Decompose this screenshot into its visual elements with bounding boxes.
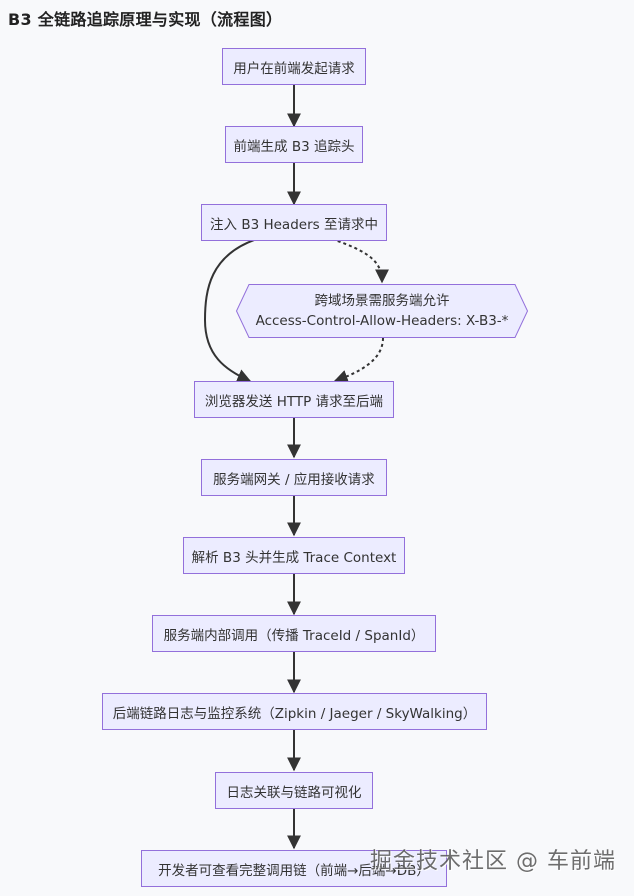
platform-watermark: 掘金技术社区 @ 车前端 [370, 849, 616, 874]
node-inject-headers[interactable]: 注入 B3 Headers 至请求中 [201, 204, 387, 241]
node-label-line2: Access-Control-Allow-Headers: X-B3-* [255, 313, 509, 329]
node-browser-send[interactable]: 浏览器发送 HTTP 请求至后端 [194, 381, 394, 418]
edge-inject-to-cors [331, 238, 389, 284]
edge-inject-to-browser [203, 238, 258, 383]
hexagon-shape [236, 284, 528, 338]
node-label: 服务端内部调用（传播 TraceId / SpanId） [163, 627, 425, 644]
node-generate-header[interactable]: 前端生成 B3 追踪头 [225, 126, 363, 163]
diagram-title: B3 全链路追踪原理与实现（流程图） [8, 10, 283, 29]
node-parse-b3[interactable]: 解析 B3 头并生成 Trace Context [183, 537, 405, 574]
node-internal-call[interactable]: 服务端内部调用（传播 TraceId / SpanId） [152, 615, 436, 652]
node-user-request[interactable]: 用户在前端发起请求 [222, 48, 366, 85]
node-developer-view[interactable]: 开发者可查看完整调用链（前端→后端→DB） [141, 850, 447, 887]
node-label: 服务端网关 / 应用接收请求 [213, 471, 375, 488]
node-backend-log[interactable]: 后端链路日志与监控系统（Zipkin / Jaeger / SkyWalking… [102, 693, 487, 730]
node-label-line1: 跨域场景需服务端允许 [314, 293, 450, 309]
node-gateway-receive[interactable]: 服务端网关 / 应用接收请求 [201, 459, 387, 496]
node-label: 解析 B3 头并生成 Trace Context [191, 549, 397, 566]
node-label: 日志关联与链路可视化 [226, 784, 362, 801]
node-log-visualize[interactable]: 日志关联与链路可视化 [215, 772, 373, 809]
node-label: 开发者可查看完整调用链（前端→后端→DB） [158, 862, 430, 879]
node-label: 注入 B3 Headers 至请求中 [210, 216, 378, 233]
node-cors-condition[interactable]: 跨域场景需服务端允许 Access-Control-Allow-Headers:… [236, 284, 528, 338]
node-label: 浏览器发送 HTTP 请求至后端 [204, 393, 384, 410]
node-label: 前端生成 B3 追踪头 [233, 138, 355, 155]
node-label: 后端链路日志与监控系统（Zipkin / Jaeger / SkyWalking… [112, 705, 477, 722]
edge-cors-to-browser [333, 337, 384, 384]
node-label: 用户在前端发起请求 [233, 60, 355, 77]
